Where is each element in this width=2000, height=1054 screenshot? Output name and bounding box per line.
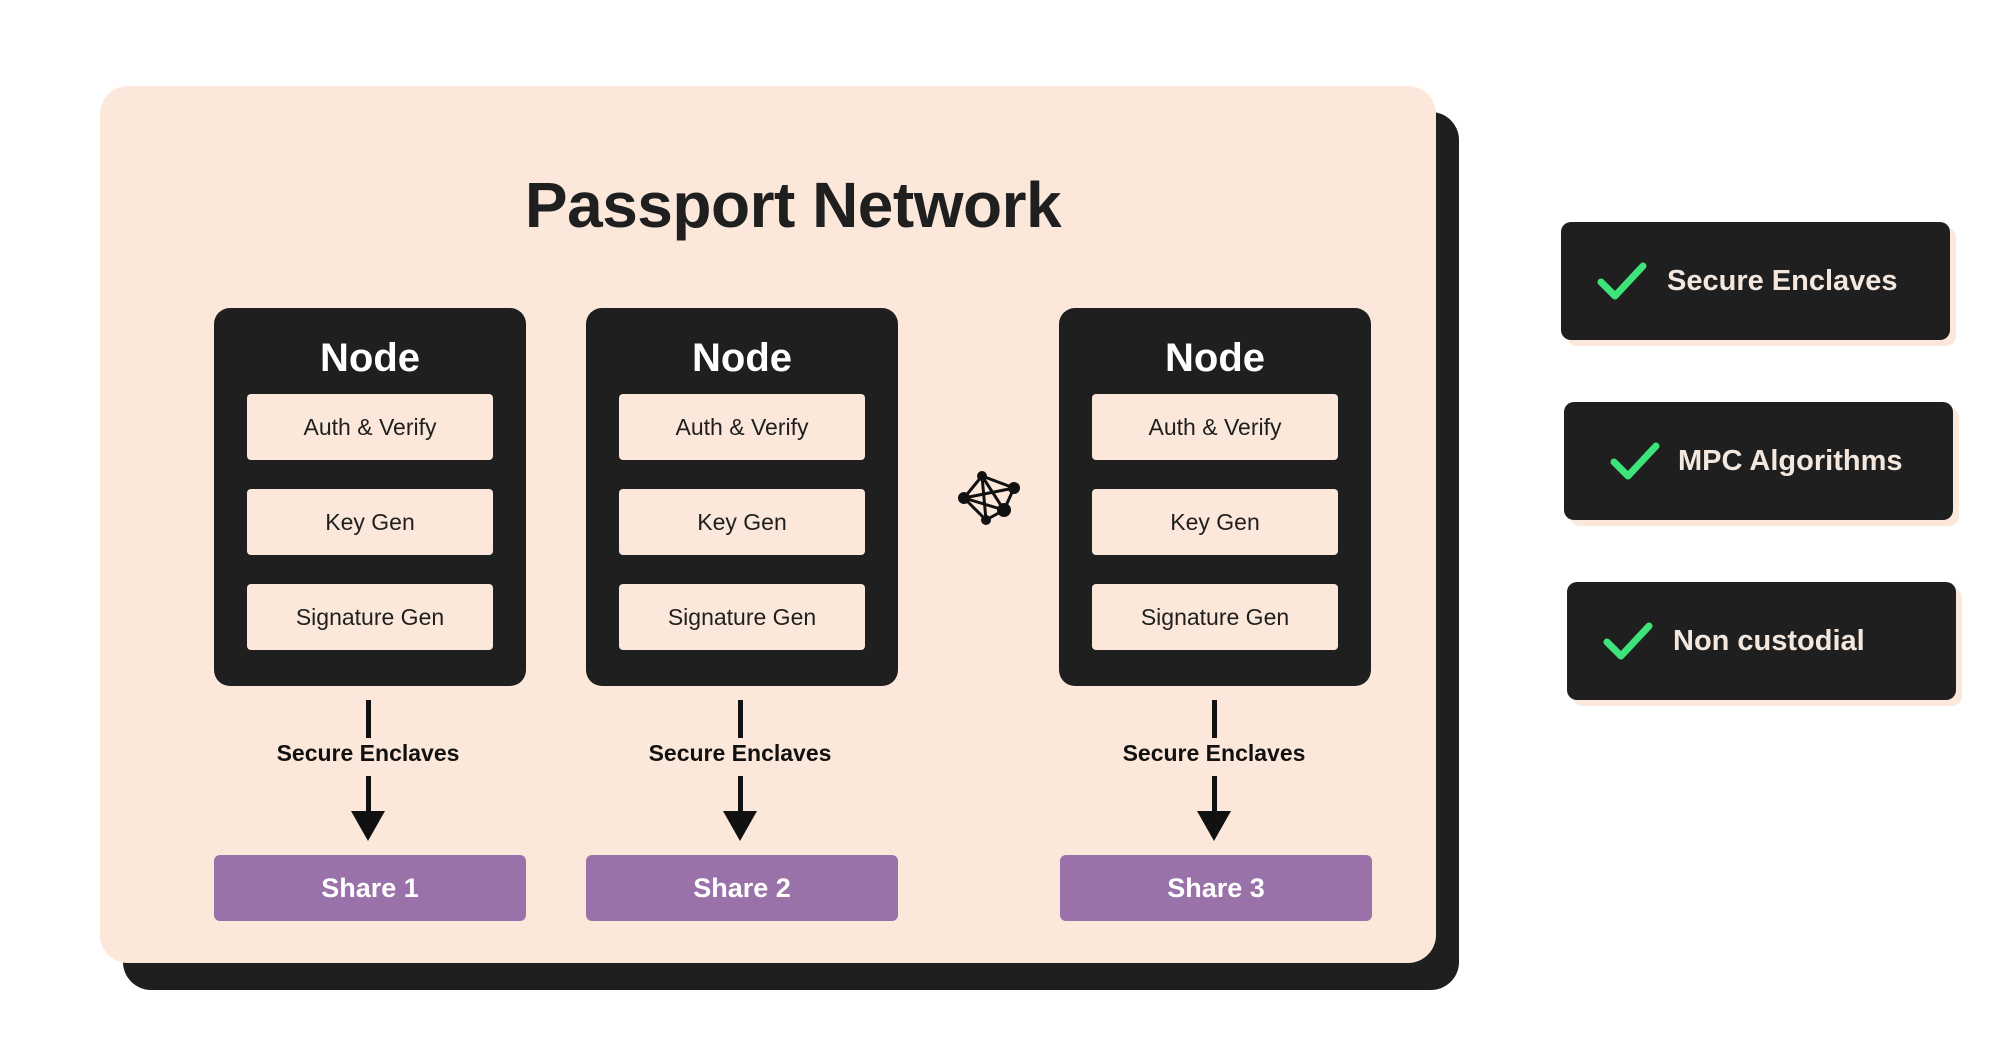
arrow-stem-bottom [366,776,371,812]
feature-label: MPC Algorithms [1678,444,1903,477]
feature-label: Non custodial [1673,624,1865,657]
arrow-down-icon [723,811,757,841]
node-item-key-gen: Key Gen [247,489,493,555]
network-graph-icon [958,471,1020,525]
node-item-key-gen: Key Gen [619,489,865,555]
arrow-stem-top [366,700,371,738]
node-3: Node Auth & Verify Key Gen Signature Gen [1059,308,1371,686]
arrow-stem-bottom [738,776,743,812]
node-title: Node [1165,336,1265,380]
check-icon [1597,262,1647,300]
node-1: Node Auth & Verify Key Gen Signature Gen [214,308,526,686]
node-item-key-gen: Key Gen [1092,489,1338,555]
check-icon [1610,442,1660,480]
share-1: Share 1 [214,855,526,921]
arrow-down-icon [1197,811,1231,841]
arrow-stem-top [1212,700,1217,738]
feature-badge-secure-enclaves: Secure Enclaves [1561,222,1950,340]
node-title: Node [692,336,792,380]
share-3: Share 3 [1060,855,1372,921]
node-item-signature-gen: Signature Gen [247,584,493,650]
feature-label: Secure Enclaves [1667,264,1898,297]
feature-badge-non-custodial: Non custodial [1567,582,1956,700]
node-item-auth-verify: Auth & Verify [247,394,493,460]
feature-badge-mpc-algorithms: MPC Algorithms [1564,402,1953,520]
node-item-signature-gen: Signature Gen [1092,584,1338,650]
secure-enclaves-label: Secure Enclaves [276,740,460,766]
secure-enclaves-label: Secure Enclaves [1122,740,1306,766]
secure-enclaves-label: Secure Enclaves [648,740,832,766]
node-2: Node Auth & Verify Key Gen Signature Gen [586,308,898,686]
node-item-auth-verify: Auth & Verify [619,394,865,460]
arrow-stem-bottom [1212,776,1217,812]
node-item-signature-gen: Signature Gen [619,584,865,650]
arrow-down-icon [351,811,385,841]
check-icon [1603,622,1653,660]
node-item-auth-verify: Auth & Verify [1092,394,1338,460]
diagram-title: Passport Network [524,169,1062,241]
node-title: Node [320,336,420,380]
share-2: Share 2 [586,855,898,921]
arrow-stem-top [738,700,743,738]
